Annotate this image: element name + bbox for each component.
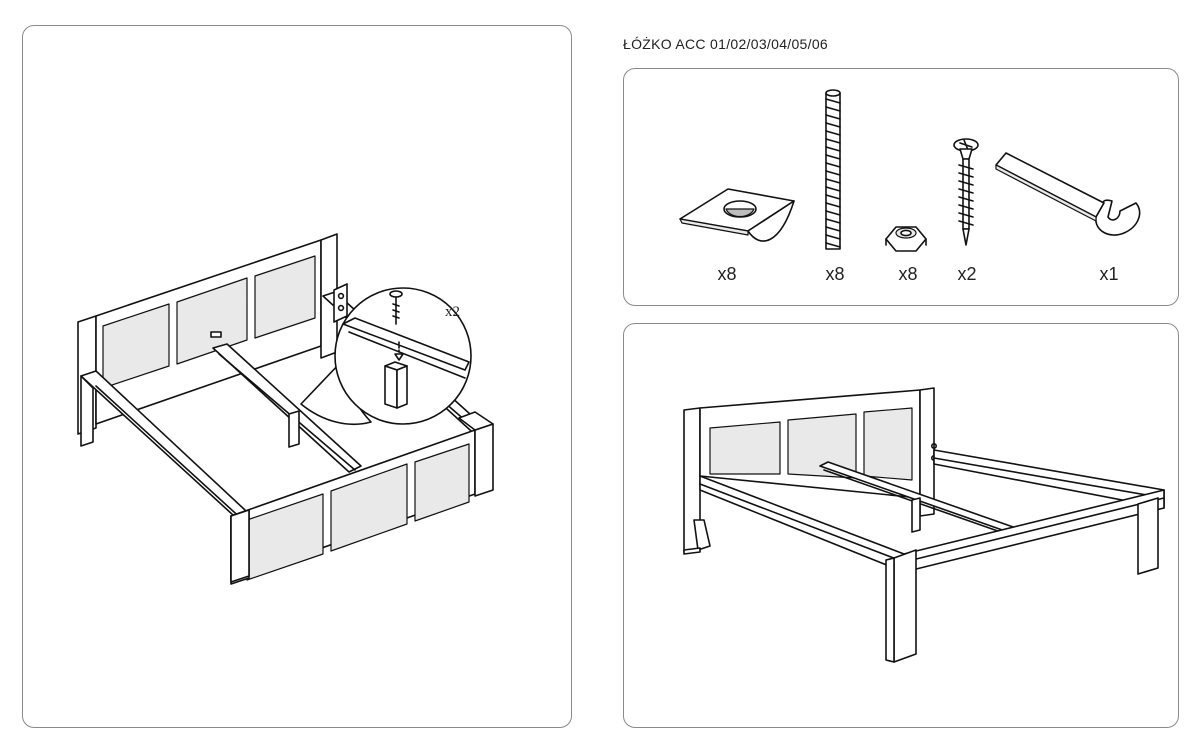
parts-list: x8 x8 x8 x2 x1 xyxy=(679,89,1141,284)
assembled-bed-panel xyxy=(623,323,1179,728)
page-title: ŁÓŻKO ACC 01/02/03/04/05/06 xyxy=(623,36,829,52)
wrench-icon xyxy=(995,152,1141,236)
bed-frame-with-callout-illustration: x2 xyxy=(77,233,494,585)
assembly-step-panel: x2 xyxy=(22,25,572,728)
part-quantity: x1 xyxy=(1099,264,1118,284)
parts-list-panel: x8 x8 x8 x2 x1 xyxy=(623,68,1179,306)
wood-screw-icon xyxy=(953,138,979,246)
threaded-rod-icon xyxy=(825,89,841,250)
part-quantity: x8 xyxy=(717,264,736,284)
hex-nut-icon xyxy=(885,226,927,252)
callout-quantity-label: x2 xyxy=(445,304,460,320)
part-quantity: x8 xyxy=(825,264,844,284)
part-quantity: x8 xyxy=(898,264,917,284)
cam-nut-icon xyxy=(679,188,795,242)
part-quantity: x2 xyxy=(957,264,976,284)
assembled-bed-frame-illustration xyxy=(683,387,1165,663)
